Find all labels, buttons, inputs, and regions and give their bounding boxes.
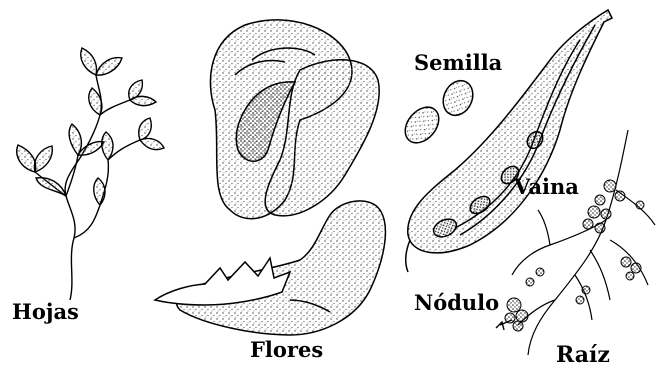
flower-upper-drawing — [210, 20, 379, 219]
label-raiz: Raíz — [556, 344, 610, 366]
seeds-drawing — [398, 76, 478, 150]
label-hojas: Hojas — [12, 301, 79, 322]
leaves-drawing — [17, 48, 164, 300]
label-flores: Flores — [250, 339, 323, 360]
label-semilla: Semilla — [414, 52, 502, 73]
label-nodulo: Nódulo — [414, 292, 499, 313]
root-nodules — [505, 180, 644, 331]
flower-lower-drawing — [155, 201, 385, 335]
label-vaina: Vaina — [514, 176, 579, 197]
